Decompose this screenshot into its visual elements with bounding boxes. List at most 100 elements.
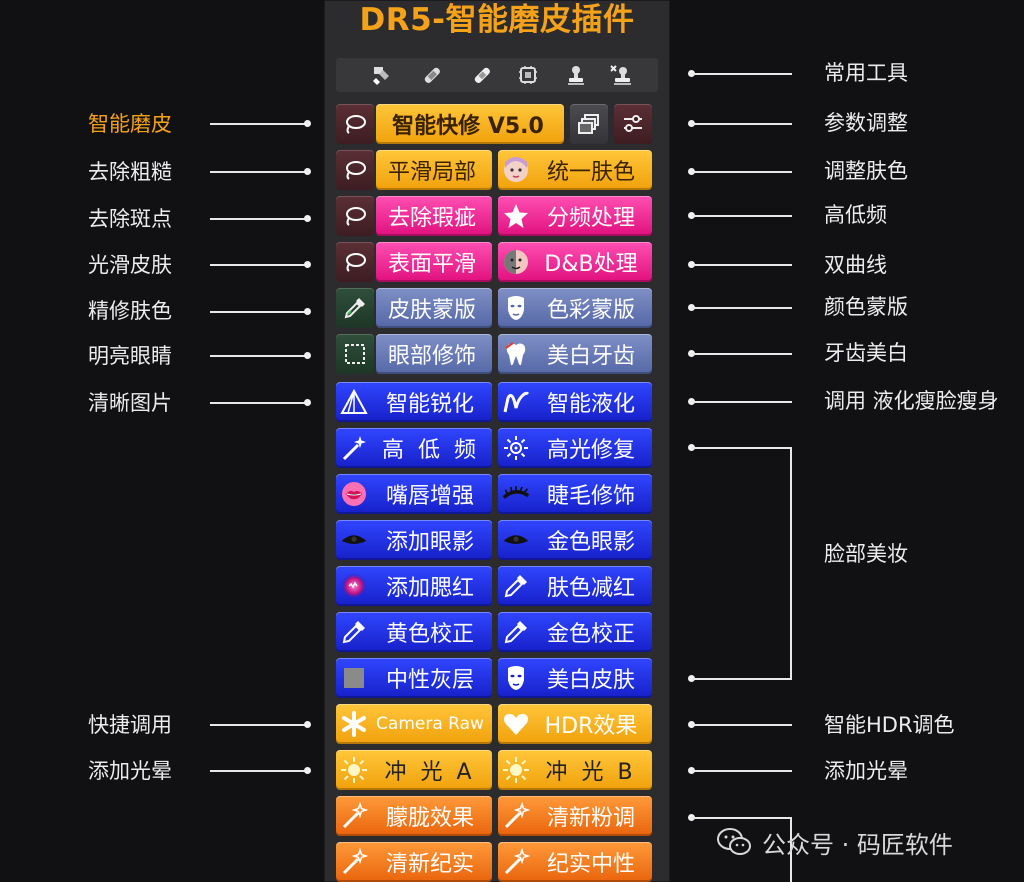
connector-line [692, 353, 792, 355]
lasso-icon[interactable] [336, 196, 374, 236]
lip-enhance-button[interactable]: 嘴唇增强 [336, 474, 492, 514]
connector-dot [688, 120, 695, 127]
connector-dot [688, 168, 695, 175]
fresh-documentary-button[interactable]: 清新纪实 [336, 842, 492, 882]
hazy-effect-button[interactable]: 朦胧效果 [336, 796, 492, 836]
stamp-icon[interactable] [564, 64, 588, 86]
hdr-effect-button[interactable]: HDR效果 [498, 704, 652, 744]
selection-icon[interactable] [336, 334, 374, 374]
connector-line [210, 123, 308, 125]
lips-icon [336, 474, 372, 514]
connector-dot [688, 304, 695, 311]
label-color-mask: 颜色蒙版 [824, 295, 908, 319]
halo-a-button[interactable]: 冲光A [336, 750, 492, 790]
label-bright-eyes: 明亮眼睛 [88, 344, 172, 368]
bracket-line [692, 678, 792, 680]
stamp-heal-icon[interactable] [608, 64, 632, 86]
label-adjust-skin: 调整肤色 [824, 159, 908, 183]
smart-liquify-button[interactable]: 智能液化 [498, 382, 652, 422]
teeth-whitening-button[interactable]: 美白牙齿 [498, 334, 652, 374]
watermark-text: 公众号 · 码匠软件 [762, 830, 953, 859]
connector-line [210, 218, 308, 220]
triangle-icon [336, 382, 372, 422]
add-eyeshadow-button[interactable]: 添加眼影 [336, 520, 492, 560]
fresh-pink-button[interactable]: 清新粉调 [498, 796, 652, 836]
lasso-icon[interactable] [336, 104, 374, 144]
star-icon [498, 196, 534, 236]
unify-skin-button[interactable]: 统一肤色 [498, 150, 652, 190]
magic-wand-icon [498, 796, 534, 836]
sun-icon [498, 750, 534, 790]
connector-line [692, 401, 792, 403]
connector-dot [688, 721, 695, 728]
eyedropper-icon[interactable] [336, 288, 374, 328]
magic-wand-icon [498, 842, 534, 882]
layers-icon[interactable] [570, 104, 608, 144]
connector-line [210, 724, 308, 726]
label-param-adjust: 参数调整 [824, 111, 908, 135]
eyedropper-icon [498, 612, 534, 652]
high-low-frequency-button[interactable]: 高低频 [336, 428, 492, 468]
asterisk-icon [336, 704, 372, 744]
skin-mask-button[interactable]: 皮肤蒙版 [376, 288, 492, 328]
camera-raw-button[interactable]: Camera Raw [336, 704, 492, 744]
surface-smooth-button[interactable]: 表面平滑 [376, 242, 492, 282]
connector-dot [304, 721, 311, 728]
bandage-icon[interactable] [470, 64, 494, 86]
connector-dot [688, 814, 695, 821]
connector-dot [688, 398, 695, 405]
panel-title: DR5-智能磨皮插件 [359, 2, 635, 38]
frequency-separation-button[interactable]: 分频处理 [498, 196, 652, 236]
add-blush-button[interactable]: 添加腮红 [336, 566, 492, 606]
connector-dot [688, 261, 695, 268]
connector-dot [304, 308, 311, 315]
remove-blemish-button[interactable]: 去除瑕疵 [376, 196, 492, 236]
eyedropper-icon [498, 566, 534, 606]
watermark: 公众号 · 码匠软件 [716, 822, 1006, 862]
smart-sharpen-button[interactable]: 智能锐化 [336, 382, 492, 422]
label-face-makeup: 脸部美妆 [824, 542, 908, 566]
connector-dot [688, 767, 695, 774]
chip-icon[interactable] [516, 64, 540, 86]
gold-eyeshadow-button[interactable]: 金色眼影 [498, 520, 652, 560]
connector-dot [688, 212, 695, 219]
eyelash-icon [498, 474, 534, 514]
connector-line [692, 817, 792, 819]
eye-retouch-button[interactable]: 眼部修饰 [376, 334, 492, 374]
lasso-icon[interactable] [336, 150, 374, 190]
sun-icon [336, 750, 372, 790]
connector-line [210, 355, 308, 357]
connector-line [692, 264, 792, 266]
halo-b-button[interactable]: 冲光B [498, 750, 652, 790]
blush-icon [336, 566, 372, 606]
connector-dot [688, 70, 695, 77]
dodge-burn-button[interactable]: D&B处理 [498, 242, 652, 282]
tooth-icon [498, 334, 534, 374]
highlight-repair-button[interactable]: 高光修复 [498, 428, 652, 468]
gold-correct-button[interactable]: 金色校正 [498, 612, 652, 652]
skin-reduce-red-button[interactable]: 肤色减红 [498, 566, 652, 606]
connector-dot [304, 399, 311, 406]
neutral-gray-button[interactable]: 中性灰层 [336, 658, 492, 698]
heart-icon [498, 704, 534, 744]
label-high-low-freq: 高低频 [824, 203, 887, 227]
smart-fix-button[interactable]: 智能快修 V5.0 [376, 104, 564, 144]
brush-icon[interactable] [370, 64, 394, 86]
plugin-panel: DR5-智能磨皮插件 智能快修 V5.0 平 [324, 0, 670, 882]
documentary-neutral-button[interactable]: 纪实中性 [498, 842, 652, 882]
connector-line [210, 402, 308, 404]
bandage-icon[interactable] [420, 64, 444, 86]
color-mask-button[interactable]: 色彩蒙版 [498, 288, 652, 328]
label-smart-hdr: 智能HDR调色 [824, 713, 955, 737]
connector-line [210, 311, 308, 313]
face-mask-icon [498, 658, 534, 698]
connector-line [210, 770, 308, 772]
face-mask-icon [498, 288, 534, 328]
smooth-local-button[interactable]: 平滑局部 [376, 150, 492, 190]
eyelash-button[interactable]: 睫毛修饰 [498, 474, 652, 514]
whiten-skin-button[interactable]: 美白皮肤 [498, 658, 652, 698]
settings-sliders-icon[interactable] [614, 104, 652, 144]
lasso-icon[interactable] [336, 242, 374, 282]
yellow-correct-button[interactable]: 黄色校正 [336, 612, 492, 652]
connector-line [210, 171, 308, 173]
